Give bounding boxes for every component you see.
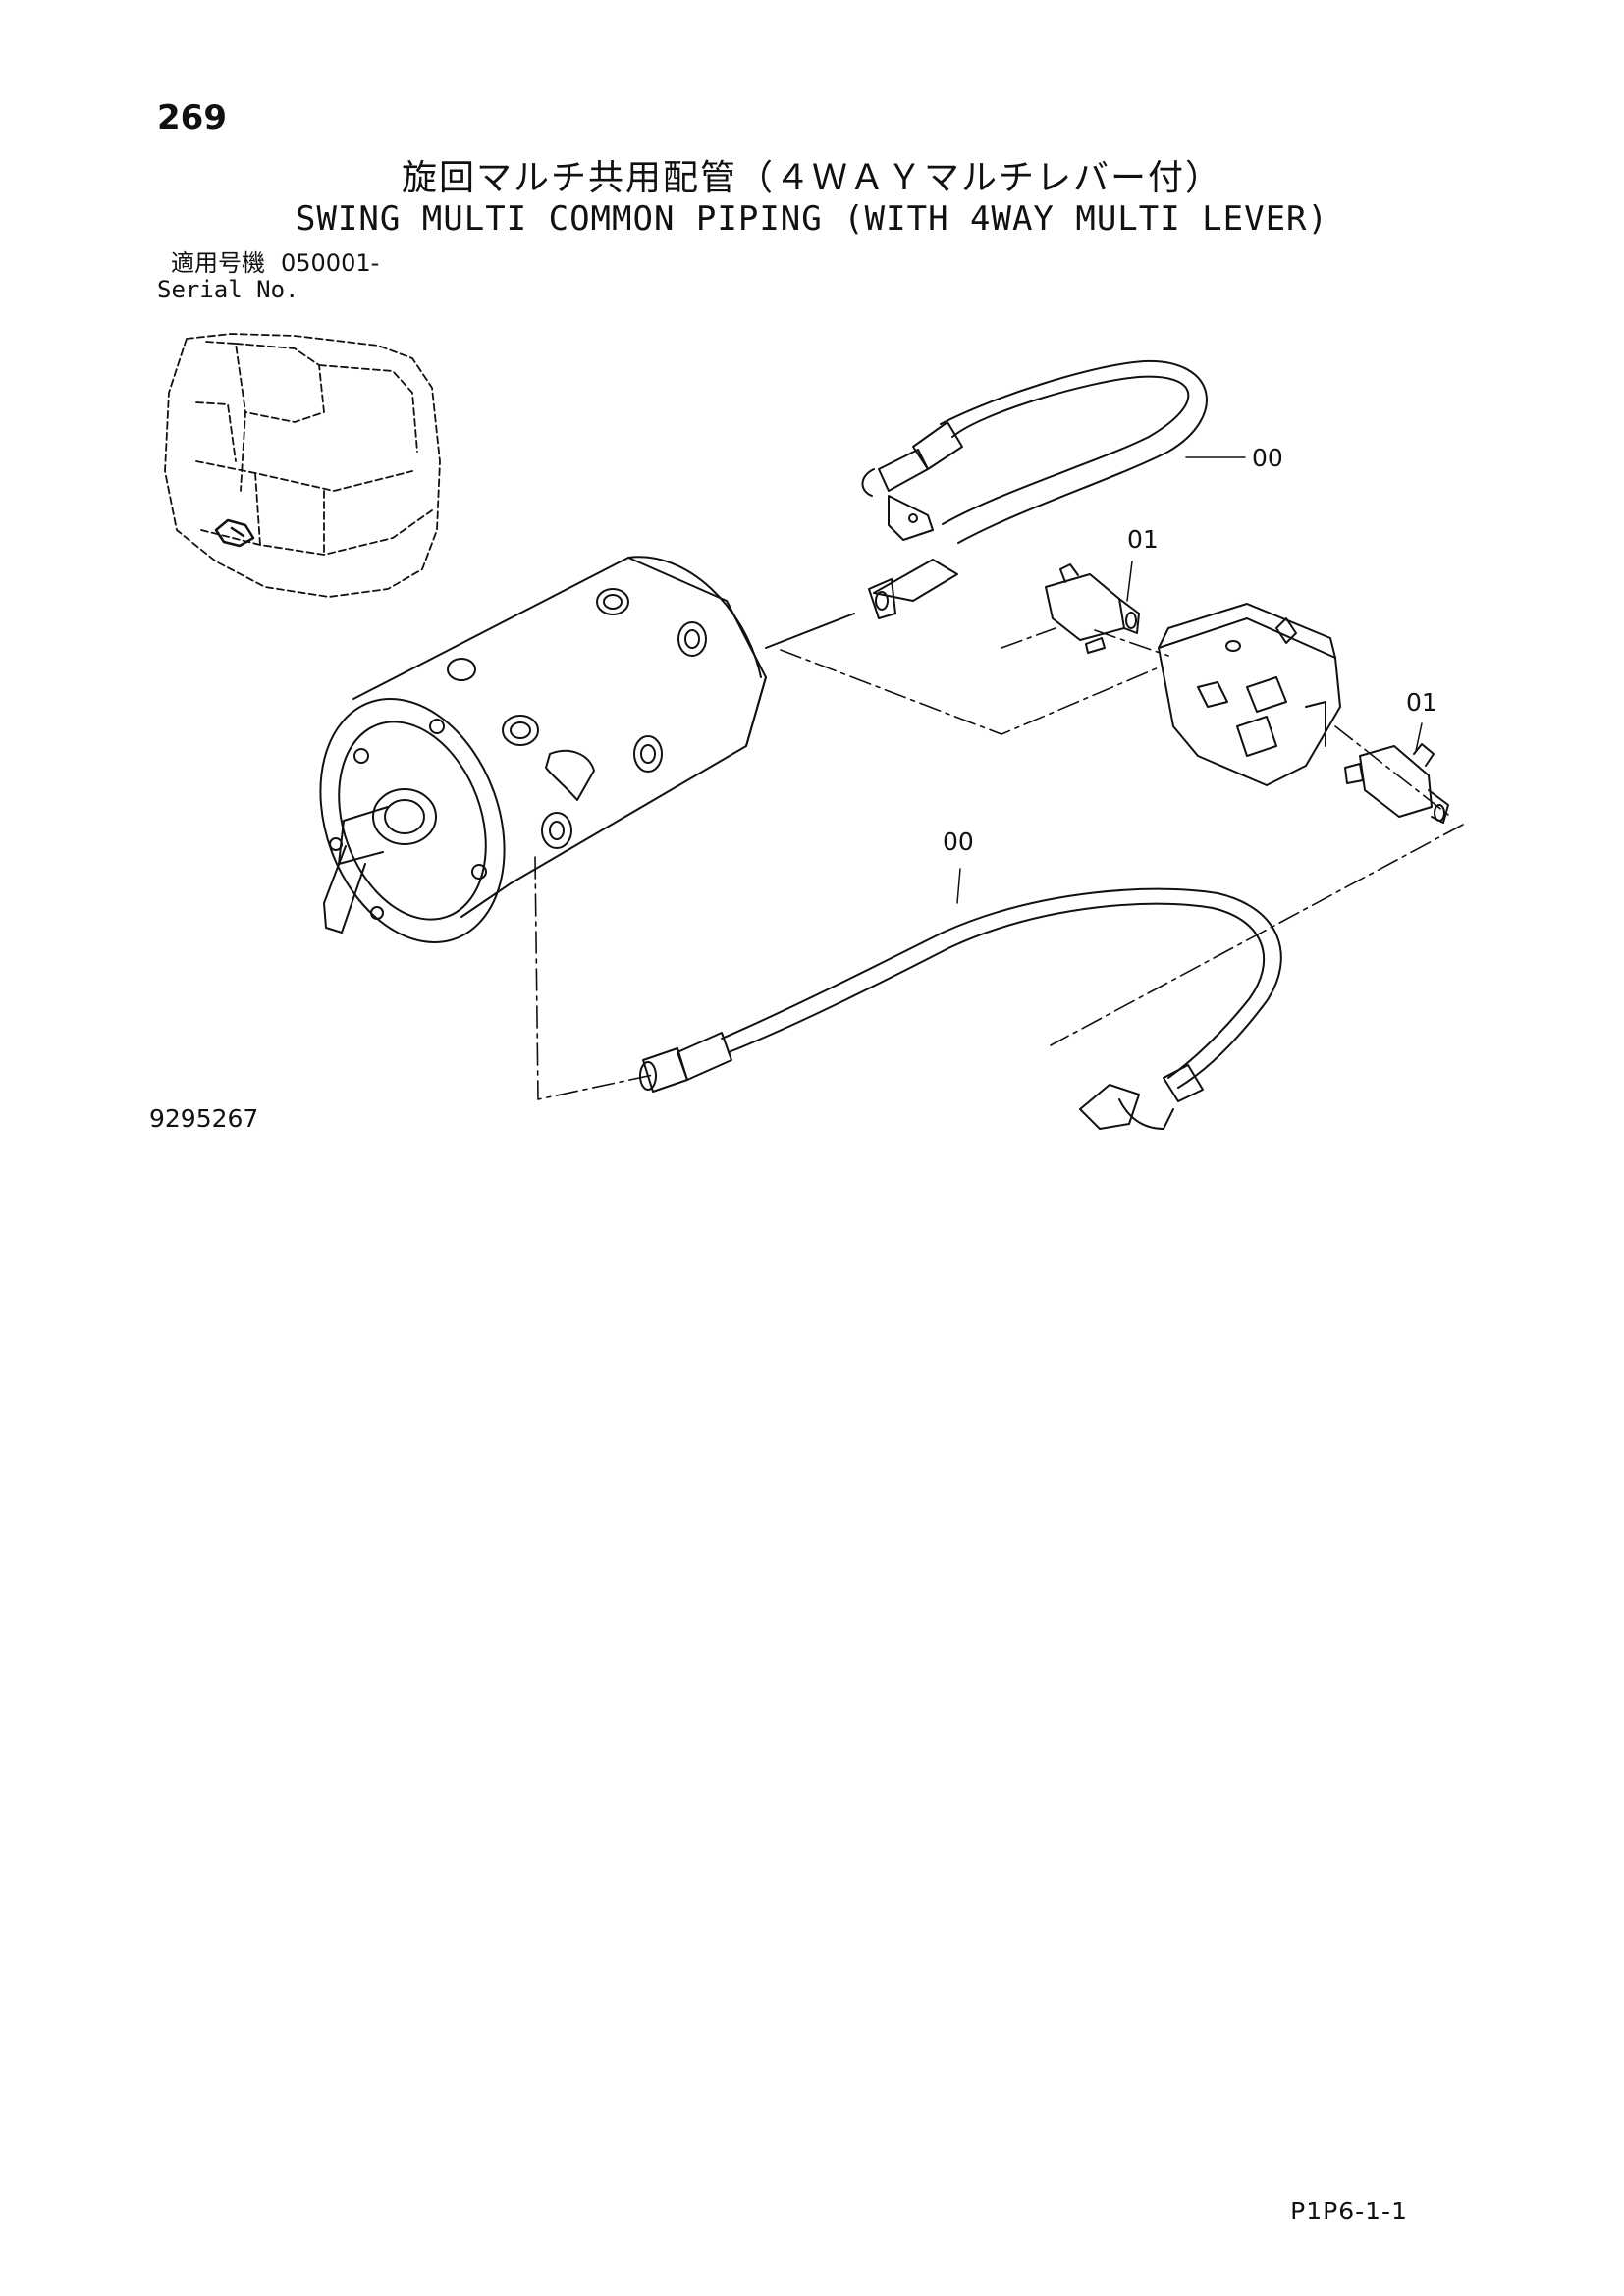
serial-label-en: Serial No. bbox=[157, 276, 299, 303]
connection-lines bbox=[534, 627, 1464, 1100]
serial-value: 050001- bbox=[281, 249, 380, 277]
callout-tee-right: 01 bbox=[1406, 688, 1437, 717]
page-title-english: SWING MULTI COMMON PIPING (WITH 4WAY MUL… bbox=[295, 199, 1329, 239]
callout-tee-top: 01 bbox=[1127, 525, 1159, 554]
hose-bottom bbox=[639, 887, 1282, 1130]
tee-fitting-right bbox=[1344, 743, 1449, 824]
callout-hose-bottom: 00 bbox=[943, 828, 974, 856]
hose-top bbox=[861, 359, 1208, 619]
page-code: P1P6-1-1 bbox=[1290, 2197, 1408, 2225]
serial-block: 適用号機 050001- Serial No. bbox=[157, 250, 379, 303]
location-marker bbox=[214, 518, 255, 548]
serial-label-jp: 適用号機 bbox=[171, 249, 265, 277]
page-title-japanese: 旋回マルチ共用配管（４ＷＡＹマルチレバー付） bbox=[401, 158, 1222, 198]
page-number: 269 bbox=[157, 98, 227, 137]
parts-diagram: 00 01 01 00 bbox=[164, 333, 1464, 1130]
swing-multi-valve bbox=[319, 556, 855, 943]
figure-number: 9295267 bbox=[149, 1104, 259, 1133]
callout-hose-top: 00 bbox=[1252, 444, 1283, 472]
control-block bbox=[1158, 603, 1341, 786]
tee-fitting-top bbox=[1045, 563, 1140, 654]
machine-location-icon bbox=[164, 333, 441, 598]
leader-lines bbox=[956, 456, 1423, 904]
